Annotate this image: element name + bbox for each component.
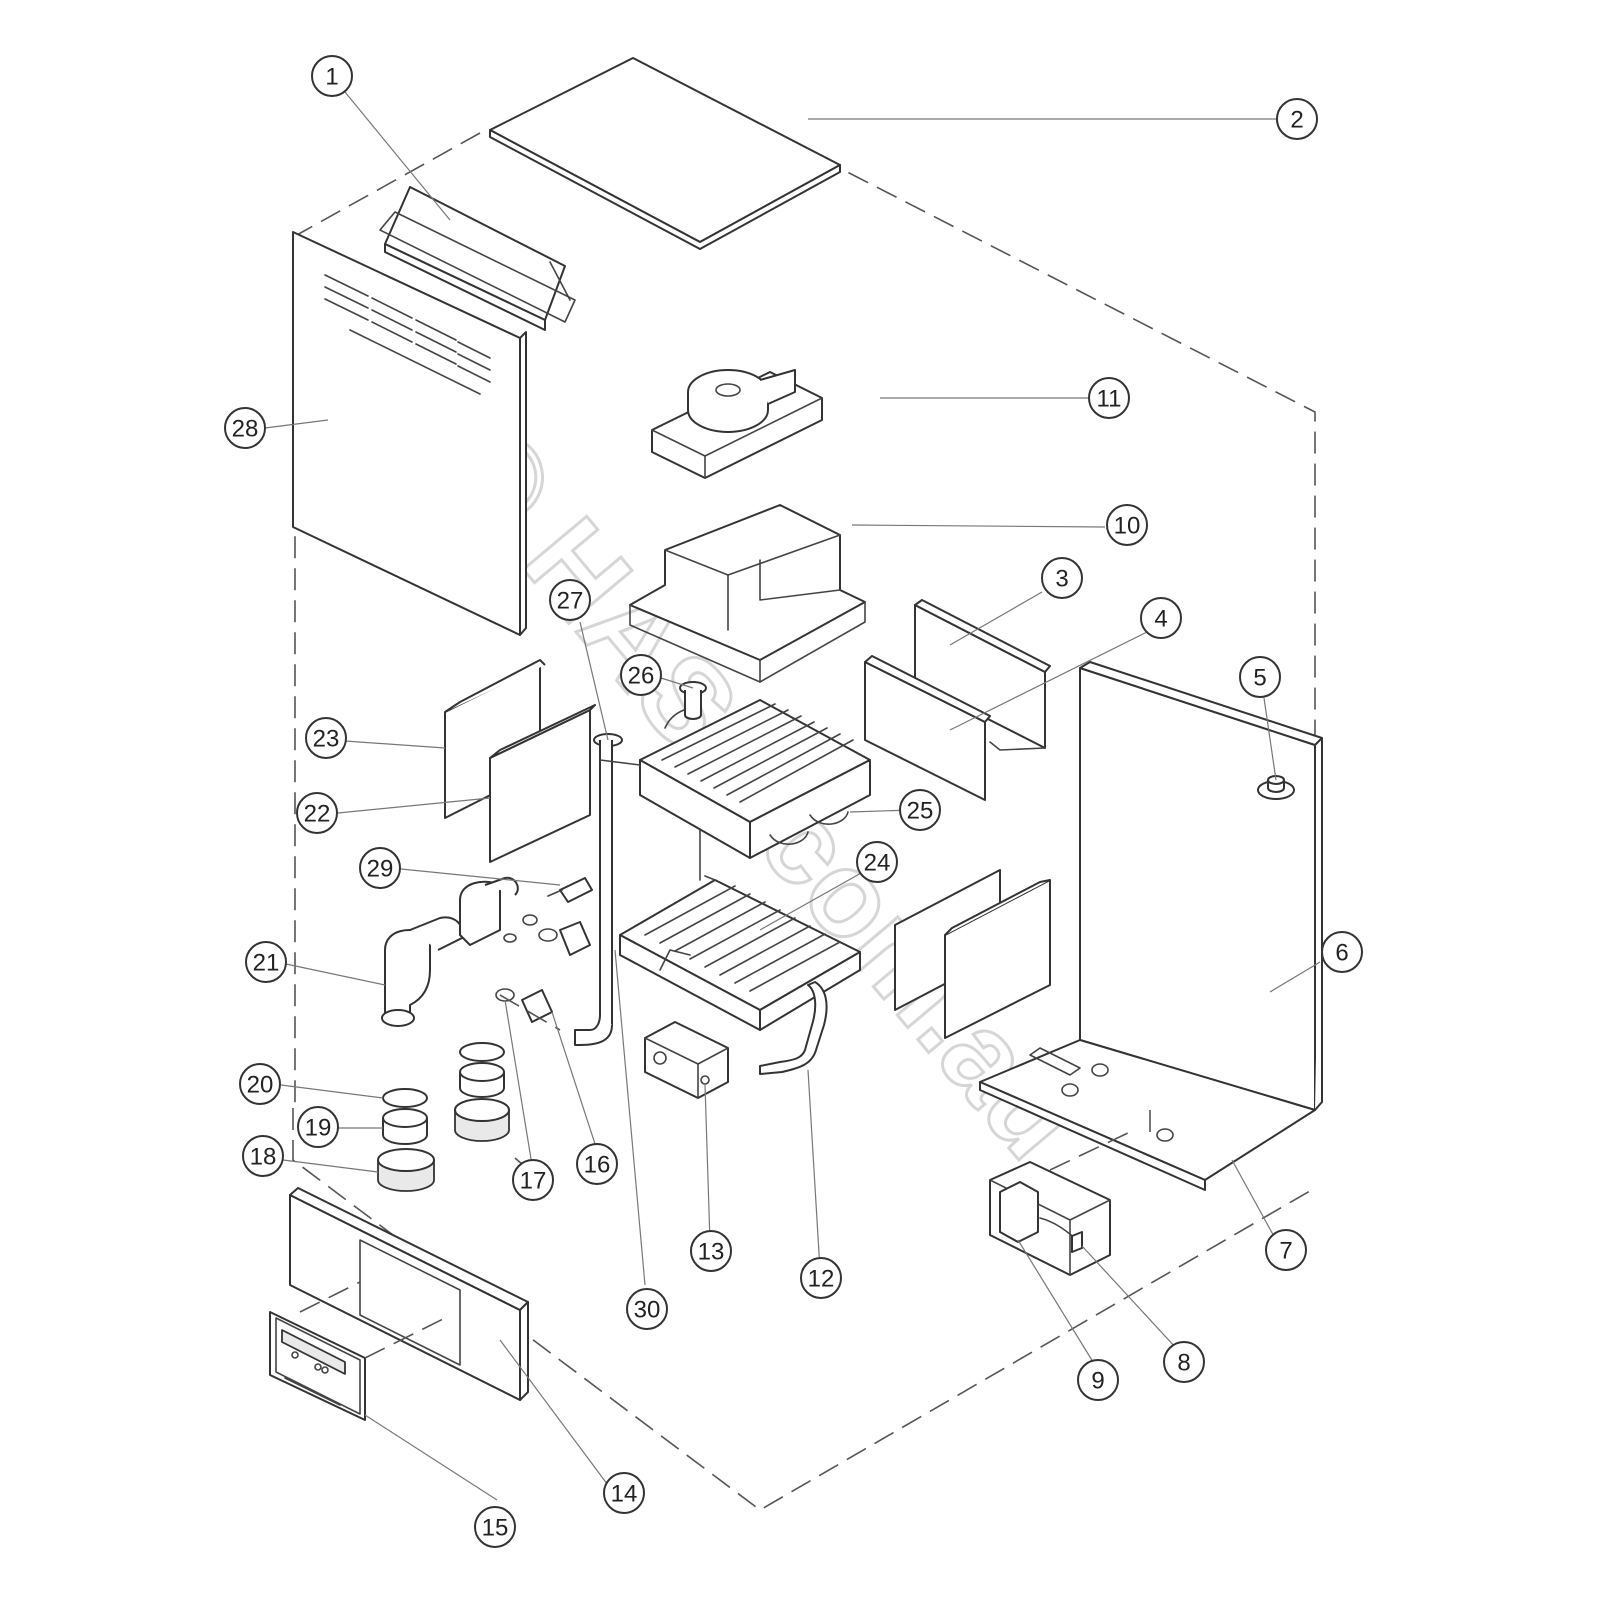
front-insulation-panels [894,869,1051,1039]
callout-12: 12 [800,1257,842,1299]
gas-valve [644,1021,729,1099]
svg-text:6: 6 [1335,940,1348,967]
callout-16: 16 [576,1143,618,1185]
callout-9: 9 [1077,1359,1119,1401]
svg-text:16: 16 [584,1152,611,1179]
callout-19: 19 [297,1106,339,1148]
svg-text:11: 11 [1097,386,1122,413]
svg-text:18: 18 [250,1144,277,1171]
svg-text:24: 24 [864,850,891,877]
svg-text:8: 8 [1177,1350,1190,1377]
front-jacket-panel [292,231,527,636]
rear-insulation-panel [914,599,1051,751]
callout-23: 23 [305,717,347,759]
burner-tray [619,829,861,1031]
union-couplings [495,877,593,1031]
svg-text:10: 10 [1114,513,1141,540]
svg-text:27: 27 [557,588,584,615]
svg-text:30: 30 [634,1297,661,1324]
side-and-base-panel [979,661,1323,1191]
svg-text:17: 17 [520,1168,547,1195]
svg-text:7: 7 [1279,1238,1292,1265]
callout-29: 29 [359,847,401,889]
svg-text:28: 28 [232,416,259,443]
callout-28: 28 [224,407,266,449]
front-access-panel [289,1187,529,1401]
svg-text:19: 19 [305,1115,332,1142]
transformer-box [989,1161,1111,1276]
callout-22: 22 [296,792,338,834]
water-header-assembly [381,876,519,1027]
heat-exchanger [639,699,871,859]
left-insulation-panels [444,659,596,863]
svg-text:26: 26 [628,663,655,690]
callout-25: 25 [899,789,941,831]
callout-8: 8 [1163,1341,1205,1383]
svg-text:22: 22 [304,801,331,828]
callout-14: 14 [603,1472,645,1514]
svg-text:12: 12 [808,1266,835,1293]
svg-text:21: 21 [253,950,280,977]
top-cover-panel [489,57,841,250]
callout-2: 2 [1276,98,1318,140]
callout-18: 18 [242,1135,284,1177]
callout-17: 17 [512,1159,554,1201]
svg-text:13: 13 [698,1239,725,1266]
svg-text:29: 29 [367,856,394,883]
combustion-blower [651,369,823,479]
svg-text:15: 15 [482,1515,509,1542]
svg-text:25: 25 [907,798,934,825]
callout-13: 13 [690,1230,732,1272]
svg-text:14: 14 [611,1481,638,1508]
bypass-pipe [574,733,641,1046]
svg-text:23: 23 [313,726,340,753]
callout-27: 27 [549,579,591,621]
callout-21: 21 [245,941,287,983]
callout-30: 30 [626,1288,668,1330]
collector-box [629,504,866,683]
callout-1: 1 [311,55,353,97]
control-panel [269,1281,446,1421]
callout-7: 7 [1265,1229,1307,1271]
callout-20: 20 [239,1063,281,1105]
svg-text:2: 2 [1290,107,1303,134]
callout-26: 26 [620,654,662,696]
side-insulation-panel [864,655,991,801]
svg-text:9: 9 [1091,1368,1104,1395]
svg-text:3: 3 [1055,566,1068,593]
svg-text:4: 4 [1154,606,1167,633]
svg-text:1: 1 [325,64,338,91]
flue-hood [379,186,576,331]
callout-4: 4 [1140,597,1182,639]
callout-6: 6 [1321,931,1363,973]
svg-text:20: 20 [247,1072,274,1099]
svg-text:5: 5 [1253,665,1266,692]
callout-24: 24 [856,841,898,883]
callout-5: 5 [1239,656,1281,698]
callout-10: 10 [1106,504,1148,546]
callout-15: 15 [474,1506,516,1548]
thermostat-switch [1257,775,1295,800]
inlet-outlet-connectors [377,1042,510,1192]
callout-11: 11 [1088,377,1130,419]
callout-3: 3 [1041,557,1083,599]
gas-supply-pipe [759,981,828,1075]
